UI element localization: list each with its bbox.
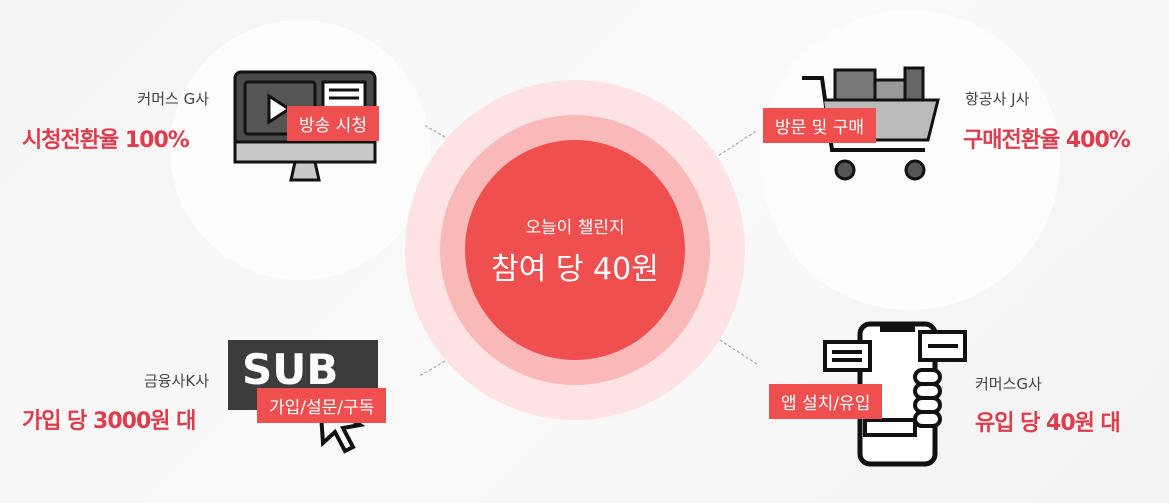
metric-value: 유입 당 40원 대 — [975, 411, 1121, 436]
center-subtitle: 오늘이 챌린지 — [525, 217, 625, 238]
company-name: 금융사K사 — [143, 372, 209, 390]
metric-value: 구매전환율 400% — [963, 128, 1131, 153]
company-name: 커머스 G사 — [137, 90, 209, 108]
metric-value: 시청전환율 100% — [22, 128, 190, 153]
center-title: 참여 당 40원 — [491, 251, 659, 287]
background-shape — [760, 10, 1060, 310]
tag-label: 방송 시청 — [287, 106, 379, 141]
tag-label: 앱 설치/유입 — [769, 384, 883, 419]
phone-hand-icon — [823, 321, 967, 467]
company-name: 커머스G사 — [975, 375, 1042, 393]
tag-label: 방문 및 구매 — [763, 108, 877, 143]
center-label: 오늘이 챌린지 참여 당 40원 — [465, 140, 685, 360]
metric-value: 가입 당 3000원 대 — [22, 409, 196, 434]
company-name: 항공사 J사 — [965, 90, 1030, 108]
center-circle — [465, 140, 685, 360]
sub-text: SUB — [242, 345, 339, 394]
tag-label: 가입/설문/구독 — [257, 388, 387, 423]
